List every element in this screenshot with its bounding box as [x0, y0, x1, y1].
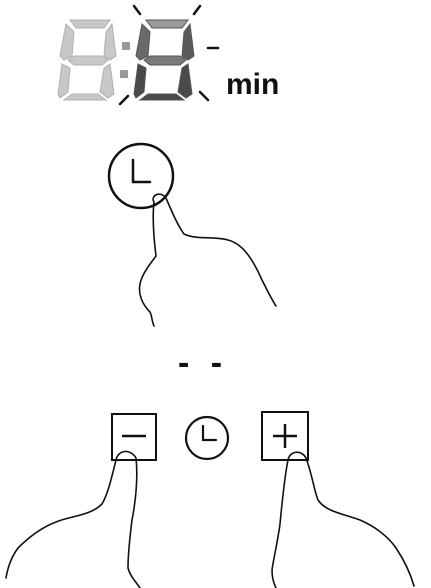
segment-digit-1 [58, 20, 116, 100]
clock-icon [203, 426, 216, 440]
segment-digit-2 [134, 20, 194, 100]
pressing-finger-right [272, 452, 414, 588]
pressing-finger-top [139, 194, 276, 326]
timer-key-center [186, 417, 228, 459]
minus-key [112, 414, 156, 460]
pressing-finger-left [6, 451, 140, 588]
seven-segment-display [58, 6, 218, 104]
dash-display: - - [178, 346, 228, 380]
timer-key-top [109, 144, 173, 208]
clock-icon [133, 160, 150, 182]
unit-label: min [226, 70, 279, 100]
segment-colon [120, 42, 130, 78]
